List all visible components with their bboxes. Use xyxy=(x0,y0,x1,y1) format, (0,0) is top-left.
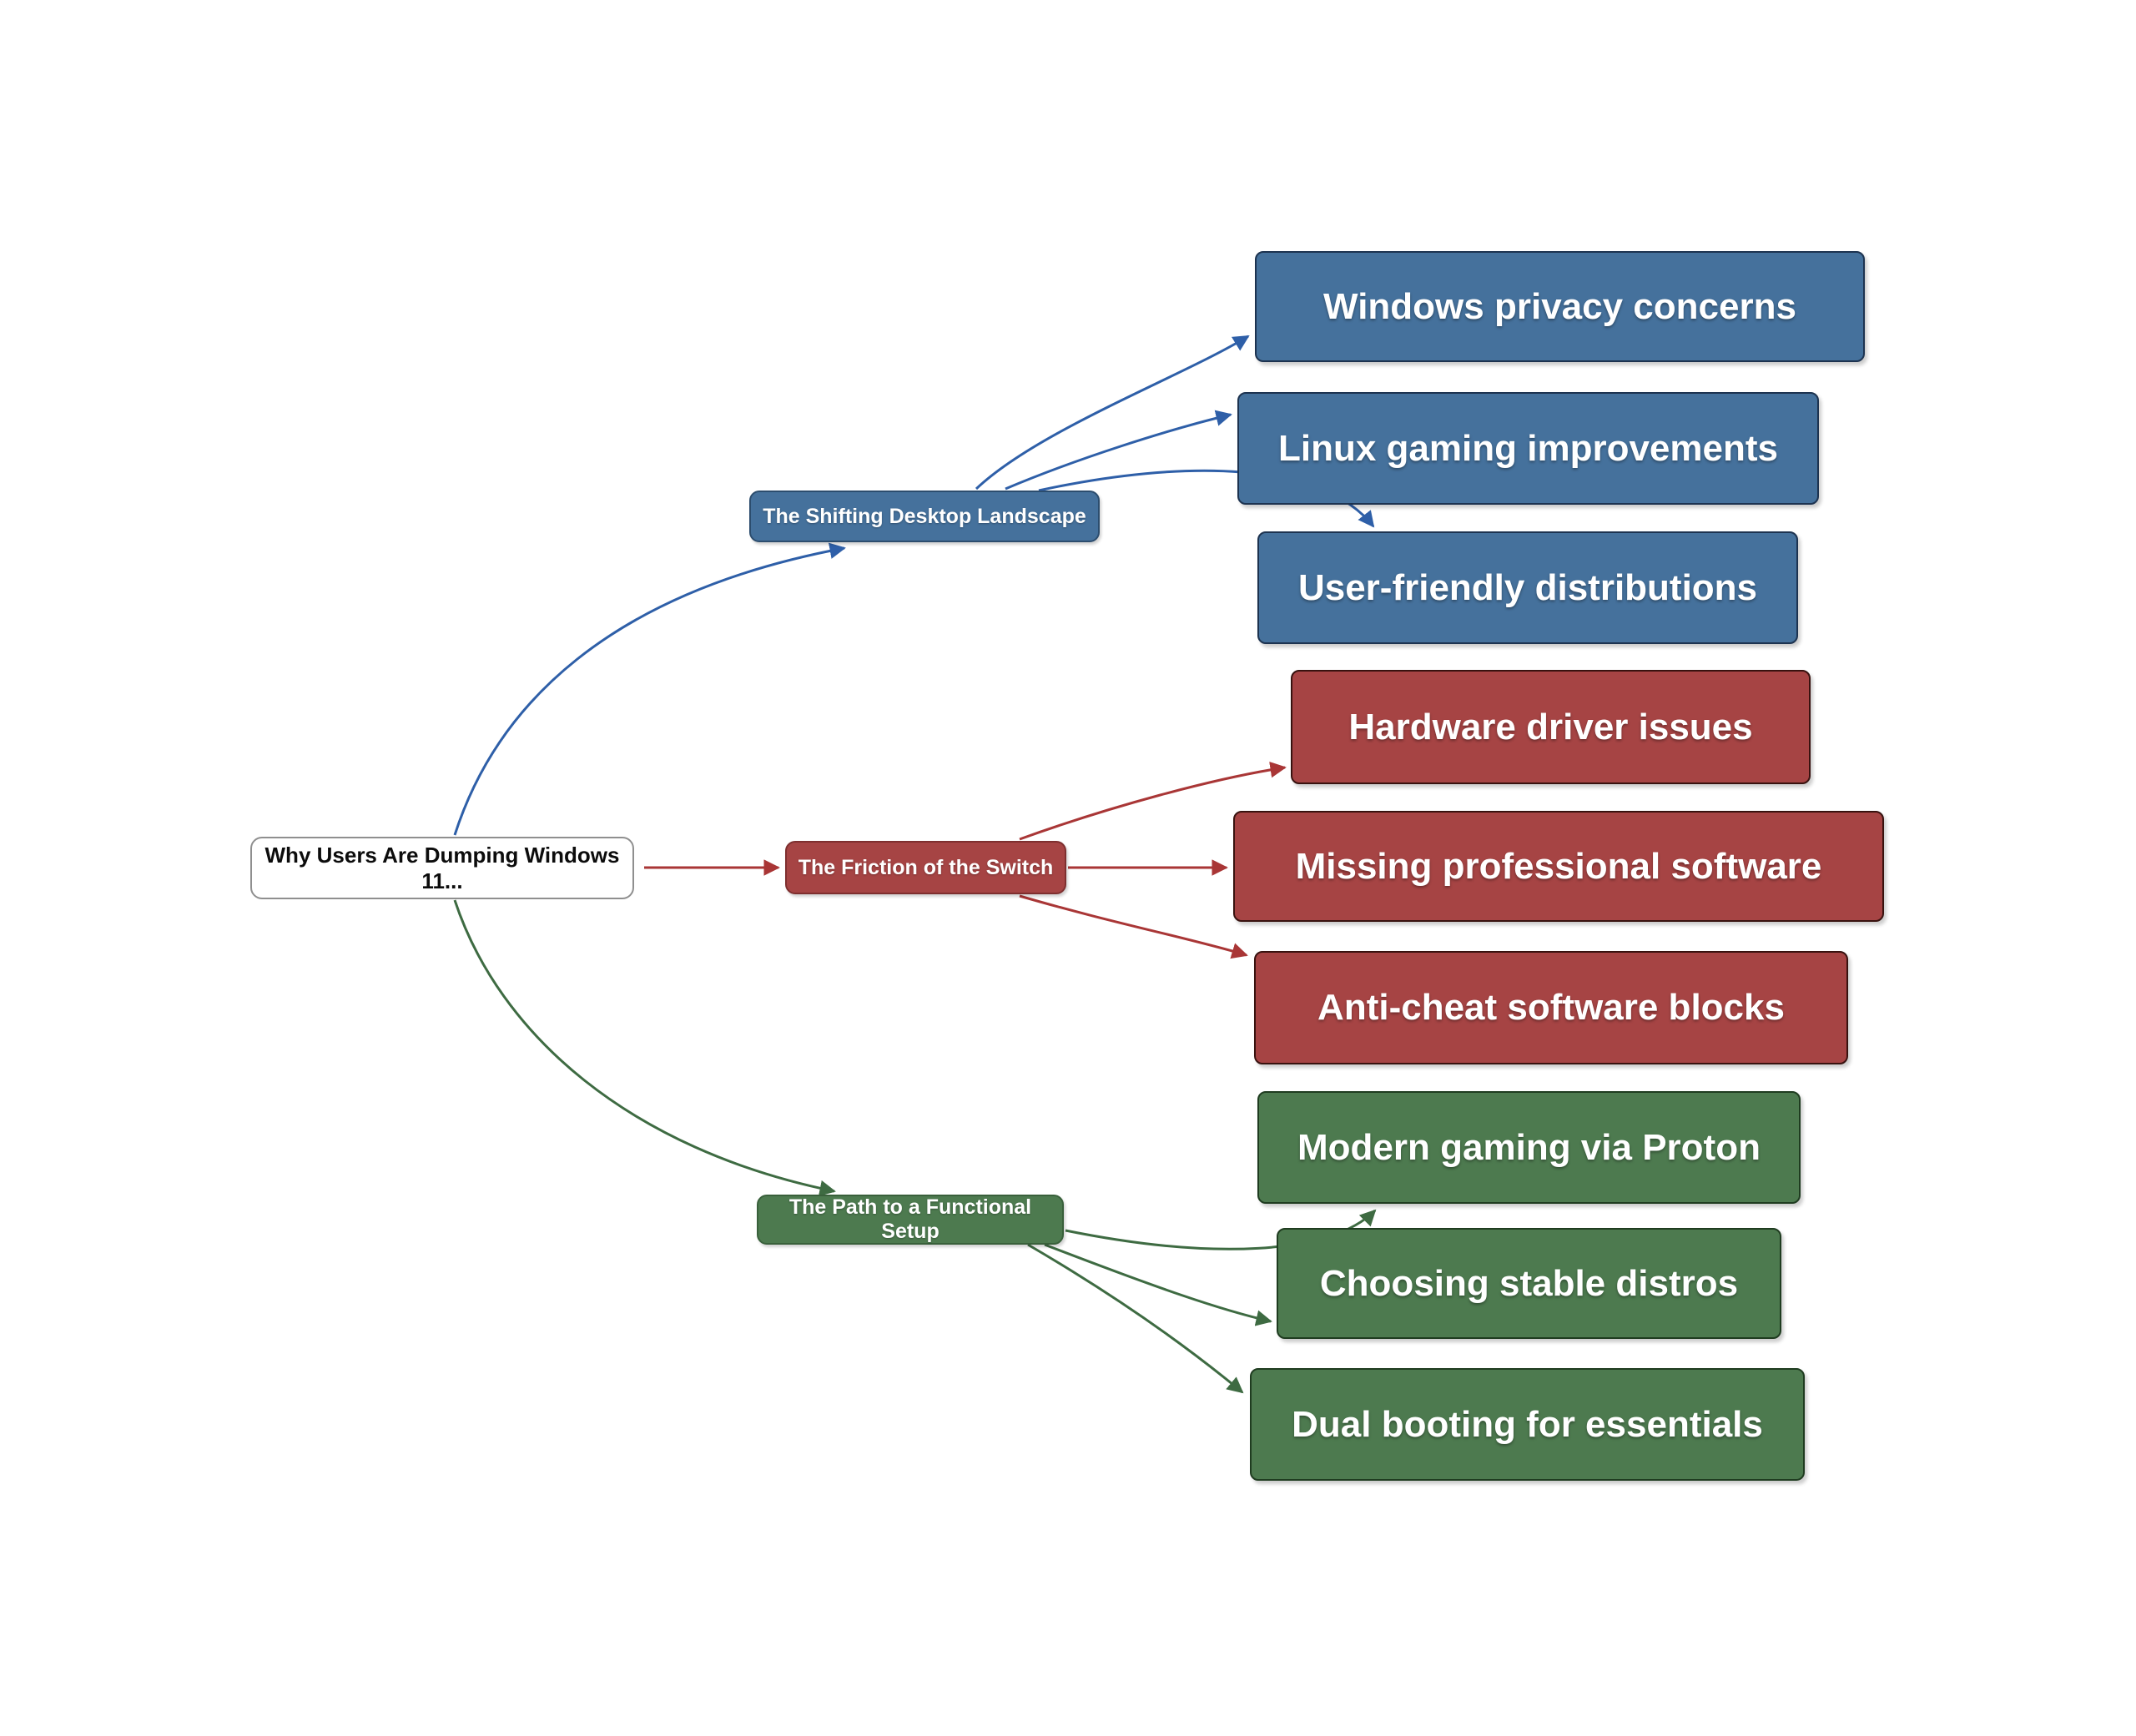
child-node-label: Linux gaming improvements xyxy=(1278,427,1778,469)
edge-friction-to-anticheat xyxy=(1019,894,1248,959)
child-node-anticheat-blocks[interactable]: Anti-cheat software blocks xyxy=(1254,951,1848,1064)
child-node-label: Modern gaming via Proton xyxy=(1297,1126,1761,1168)
child-node-dual-booting[interactable]: Dual booting for essentials xyxy=(1250,1368,1805,1481)
edge-shifting-to-privacy xyxy=(975,335,1250,491)
edge-friction-to-drivers xyxy=(1019,762,1287,841)
child-node-hardware-drivers[interactable]: Hardware driver issues xyxy=(1291,670,1811,784)
edge-root-to-functional-setup xyxy=(453,899,836,1197)
child-node-label: User-friendly distributions xyxy=(1297,566,1758,608)
edge-setup-to-dualboot xyxy=(1027,1243,1244,1394)
edge-shifting-to-gaming xyxy=(1005,410,1232,491)
root-node[interactable]: Why Users Are Dumping Windows 11... xyxy=(250,837,634,899)
child-node-missing-software[interactable]: Missing professional software xyxy=(1233,811,1884,922)
child-node-label: Dual booting for essentials xyxy=(1292,1403,1763,1445)
child-node-linux-gaming[interactable]: Linux gaming improvements xyxy=(1237,392,1819,505)
edge-setup-to-distros xyxy=(1044,1243,1272,1326)
child-node-user-friendly-distros[interactable]: User-friendly distributions xyxy=(1257,531,1798,644)
child-node-label: Windows privacy concerns xyxy=(1323,285,1796,327)
edge-root-to-shifting-desktop xyxy=(453,542,846,836)
branch-node-label: The Path to a Functional Setup xyxy=(788,1195,1032,1243)
branch-node-friction-switch[interactable]: The Friction of the Switch xyxy=(785,841,1066,894)
branch-node-functional-setup[interactable]: The Path to a Functional Setup xyxy=(757,1195,1064,1245)
branch-node-shifting-desktop[interactable]: The Shifting Desktop Landscape xyxy=(749,491,1100,542)
child-node-stable-distros[interactable]: Choosing stable distros xyxy=(1277,1228,1781,1339)
edge-setup-to-proton xyxy=(1065,1209,1377,1250)
child-node-windows-privacy[interactable]: Windows privacy concerns xyxy=(1255,251,1865,362)
child-node-label: Choosing stable distros xyxy=(1319,1262,1739,1304)
branch-node-label: The Friction of the Switch xyxy=(798,855,1054,879)
branch-node-label: The Shifting Desktop Landscape xyxy=(763,504,1086,528)
child-node-label: Hardware driver issues xyxy=(1348,706,1753,747)
root-node-label: Why Users Are Dumping Windows 11... xyxy=(264,842,620,893)
child-node-label: Anti-cheat software blocks xyxy=(1317,987,1785,1028)
child-node-label: Missing professional software xyxy=(1295,845,1822,887)
child-node-proton-gaming[interactable]: Modern gaming via Proton xyxy=(1257,1091,1801,1204)
